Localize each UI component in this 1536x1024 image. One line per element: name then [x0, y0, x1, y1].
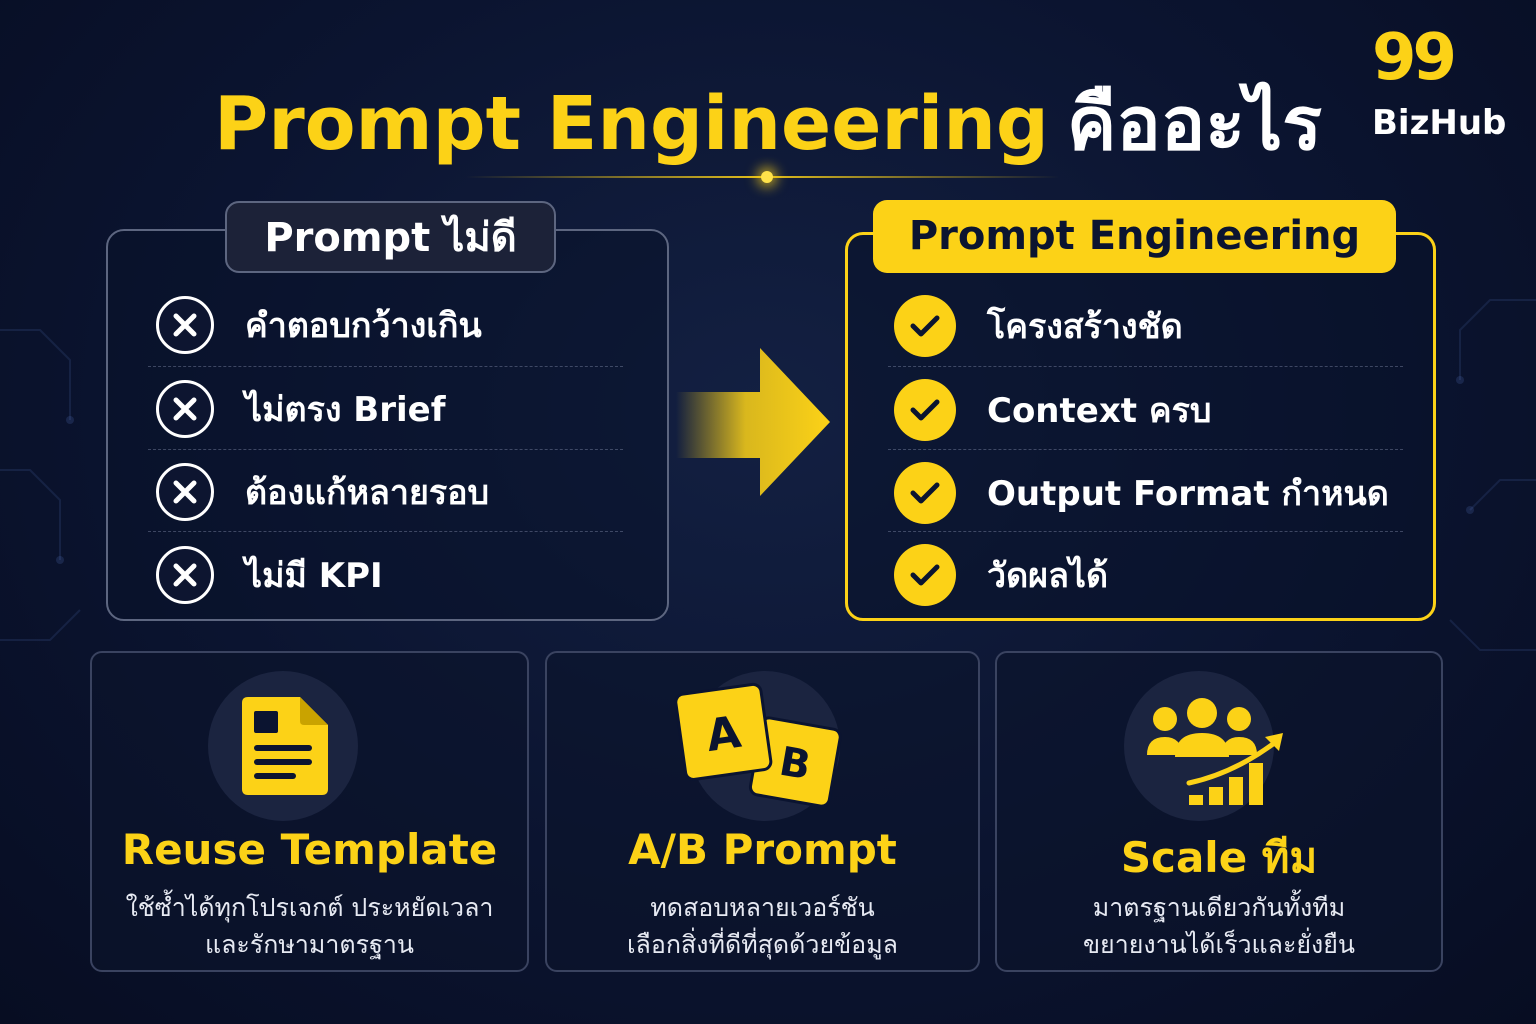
x-circle-icon [156, 380, 214, 438]
ab-test-icon: B A [674, 682, 842, 808]
check-circle-icon [894, 295, 956, 357]
bad-item-3: ต้องแก้หลายรอบ [245, 451, 489, 533]
card-description: ใช้ซ้ำได้ทุกโปรเจกต์ ประหยัดเวลา และรักษ… [92, 889, 527, 963]
divider [148, 366, 623, 367]
x-circle-icon [156, 296, 214, 354]
ab-icon-letter-a: A [703, 707, 744, 762]
check-circle-icon [894, 462, 956, 524]
card-description-line: และรักษามาตรฐาน [204, 930, 415, 959]
card-title: A/B Prompt [628, 825, 897, 874]
page-title-english: Prompt Engineering [213, 81, 1049, 167]
bad-item-1: คำตอบกว้างเกิน [245, 284, 482, 366]
prompt-engineering-header: Prompt Engineering [873, 200, 1396, 273]
bad-prompt-header: Prompt ไม่ดี [225, 201, 556, 273]
bad-item-label: คำตอบกว้างเกิน [245, 306, 482, 346]
bad-item-label: ต้องแก้หลายรอบ [245, 473, 490, 513]
divider [148, 531, 623, 532]
card-description-line: ทดสอบหลายเวอร์ชัน [650, 893, 875, 922]
ab-prompt-card: B A A/B Prompt ทดสอบหลายเวอร์ชัน เลือกสิ… [545, 651, 980, 972]
good-item-label: วัดผลได้ [987, 556, 1109, 596]
good-item-label: โครงสร้างชัด [987, 307, 1183, 347]
reuse-template-card: Reuse Template ใช้ซ้ำได้ทุกโปรเจกต์ ประห… [90, 651, 529, 972]
check-circle-icon [894, 379, 956, 441]
divider [888, 449, 1403, 450]
check-circle-icon [894, 544, 956, 606]
divider [888, 366, 1403, 367]
bad-item-label: ไม่มี KPI [245, 556, 383, 596]
page-title-thai: คืออะไร [1066, 81, 1323, 167]
divider [888, 531, 1403, 532]
team-growth-icon [1147, 698, 1283, 805]
logo-text: BizHub [1372, 103, 1507, 143]
card-description-line: เลือกสิ่งที่ดีที่สุดด้วยข้อมูล [627, 930, 898, 959]
title-underline-glow-dot [761, 171, 773, 183]
scale-team-card: Scale ทีม มาตรฐานเดียวกันทั้งทีม ขยายงาน… [995, 651, 1443, 972]
brand-logo: 99 BizHub [1368, 26, 1510, 144]
document-icon [242, 697, 328, 795]
card-description-line: ขยายงานได้เร็วและยั่งยืน [1082, 930, 1356, 959]
card-description-line: ใช้ซ้ำได้ทุกโปรเจกต์ ประหยัดเวลา [125, 893, 494, 922]
x-circle-icon [156, 463, 214, 521]
card-description: ทดสอบหลายเวอร์ชัน เลือกสิ่งที่ดีที่สุดด้… [547, 889, 978, 963]
good-item-4: วัดผลได้ [987, 534, 1108, 616]
arrow-right-icon [676, 348, 830, 496]
card-title: Reuse Template [121, 825, 498, 874]
logo-number: 99 [1372, 21, 1457, 95]
card-description: มาตรฐานเดียวกันทั้งทีม ขยายงานได้เร็วและ… [997, 889, 1441, 963]
card-title: Scale ทีม [1120, 833, 1318, 882]
divider [148, 449, 623, 450]
good-item-label: Context ครบ [987, 391, 1212, 431]
x-circle-icon [156, 546, 214, 604]
good-item-2: Context ครบ [987, 369, 1211, 451]
good-item-label: Output Format กำหนด [987, 474, 1389, 514]
bad-item-2: ไม่ตรง Brief [245, 368, 445, 450]
bad-item-4: ไม่มี KPI [245, 534, 383, 616]
bad-item-label: ไม่ตรง Brief [245, 390, 446, 430]
card-description-line: มาตรฐานเดียวกันทั้งทีม [1092, 893, 1346, 922]
good-item-3: Output Format กำหนด [987, 452, 1389, 534]
good-item-1: โครงสร้างชัด [987, 285, 1183, 367]
